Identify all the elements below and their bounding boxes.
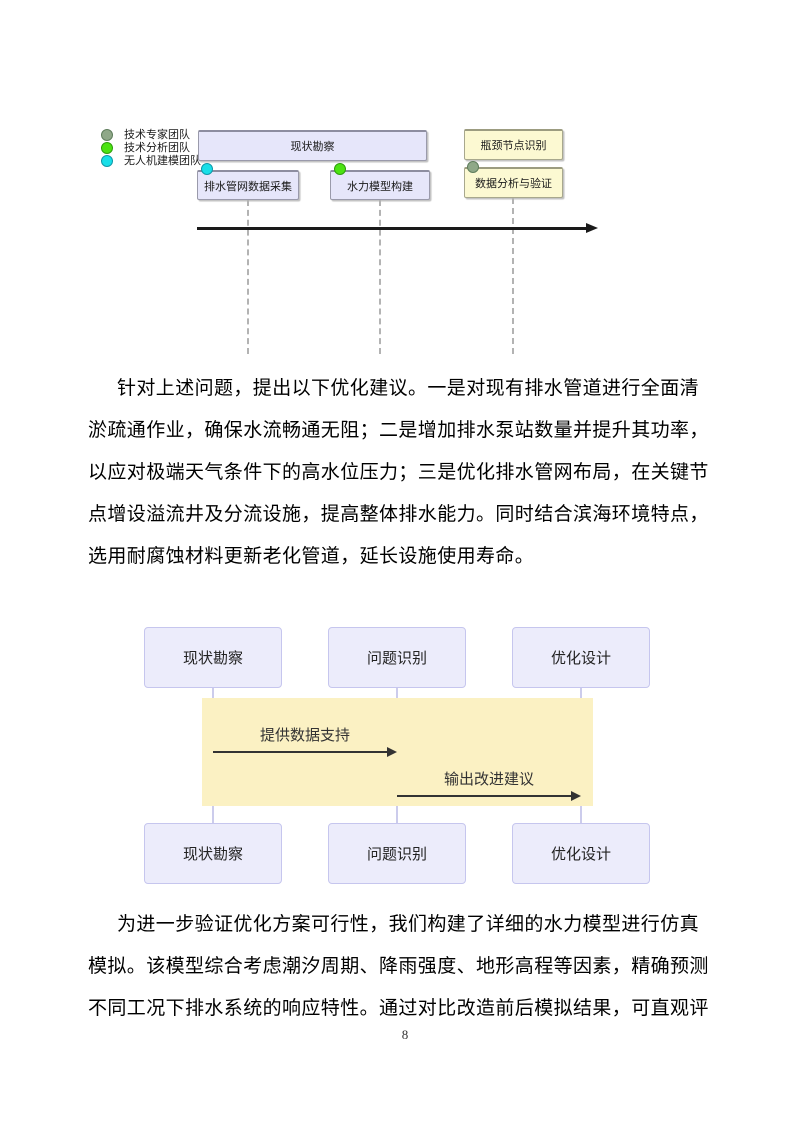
legend-label-analysis-team: 技术分析团队: [124, 142, 190, 154]
task-box-data-analysis: 数据分析与验证: [464, 167, 563, 198]
paragraph1-line4: 点增设溢流井及分流设施，提高整体排水能力。同时结合滨海环境特点，: [88, 504, 709, 525]
task-label-bottleneck: 瓶颈节点识别: [480, 140, 547, 152]
actor-top-survey-label: 现状勘察: [182, 650, 243, 667]
message-arrowhead-improvement-advice-icon: [571, 791, 581, 801]
message-line-data-support: [213, 751, 387, 753]
task-box-survey: 现状勘察: [198, 130, 427, 161]
actor-bottom-survey-label: 现状勘察: [182, 846, 243, 863]
message-arrowhead-data-support-icon: [387, 747, 397, 757]
actor-bottom-design-label: 优化设计: [550, 846, 611, 863]
actor-top-problem-label: 问题识别: [366, 650, 427, 667]
paragraph2-line3: 不同工况下排水系统的响应特性。通过对比改造前后模拟结果，可直观评: [88, 998, 709, 1019]
actor-top-survey: 现状勘察: [144, 627, 282, 688]
paragraph2-line2: 模拟。该模型综合考虑潮汐周期、降雨强度、地形高程等因素，精确预测: [88, 956, 709, 977]
message-line-improvement-advice: [397, 795, 571, 797]
actor-bottom-problem-label: 问题识别: [366, 846, 427, 863]
actor-bottom-problem: 问题识别: [328, 823, 466, 884]
message-label-data-support: 提供数据支持: [259, 727, 350, 744]
page-number: 8: [401, 1027, 409, 1042]
paragraph1-line3: 以应对极端天气条件下的高水位压力；三是优化排水管网布局，在关键节: [88, 462, 709, 483]
legend-dot-analysis-team-icon: [101, 142, 113, 154]
timeline-axis-arrowhead-icon: [586, 223, 598, 233]
paragraph2-line1: 为进一步验证优化方案可行性，我们构建了详细的水力模型进行仿真: [117, 914, 700, 935]
task-box-hydraulic-model: 水力模型构建: [330, 170, 430, 200]
paragraph-optimization-suggestions: 针对上述问题，提出以下优化建议。一是对现有排水管道进行全面清 淤疏通作业，确保水…: [88, 368, 718, 578]
legend-label-expert-team: 技术专家团队: [124, 129, 190, 141]
task-label-data-analysis: 数据分析与验证: [475, 178, 552, 190]
legend-dot-drone-team-icon: [101, 155, 113, 167]
actor-bottom-survey: 现状勘察: [144, 823, 282, 884]
task-dot-analysis-team-icon: [334, 163, 346, 175]
paragraph1-line2: 淤疏通作业，确保水流畅通无阻；二是增加排水泵站数量并提升其功率，: [88, 420, 709, 441]
actor-top-design: 优化设计: [512, 627, 650, 688]
dashed-connector-2: [379, 200, 381, 354]
paragraph1-line5: 选用耐腐蚀材料更新老化管道，延长设施使用寿命。: [88, 546, 535, 567]
actor-top-design-label: 优化设计: [550, 650, 611, 667]
task-box-pipe-data: 排水管网数据采集: [197, 170, 299, 200]
task-label-survey: 现状勘察: [290, 141, 335, 153]
paragraph-hydraulic-model: 为进一步验证优化方案可行性，我们构建了详细的水力模型进行仿真 模拟。该模型综合考…: [88, 904, 718, 1030]
timeline-axis-line: [197, 227, 587, 230]
task-label-hydraulic-model: 水力模型构建: [347, 180, 413, 193]
dashed-connector-3: [512, 198, 514, 354]
legend-dot-expert-team-icon: [101, 129, 113, 141]
task-dot-expert-team-icon: [467, 161, 479, 173]
dashed-connector-1: [247, 200, 249, 354]
message-label-improvement-advice: 输出改进建议: [443, 771, 534, 788]
task-dot-drone-team-icon: [201, 163, 213, 175]
task-box-bottleneck: 瓶颈节点识别: [464, 129, 563, 160]
task-label-pipe-data: 排水管网数据采集: [204, 180, 292, 193]
actor-bottom-design: 优化设计: [512, 823, 650, 884]
paragraph1-line1: 针对上述问题，提出以下优化建议。一是对现有排水管道进行全面清: [117, 378, 700, 399]
legend-label-drone-team: 无人机建模团队: [124, 155, 201, 167]
actor-top-problem: 问题识别: [328, 627, 466, 688]
